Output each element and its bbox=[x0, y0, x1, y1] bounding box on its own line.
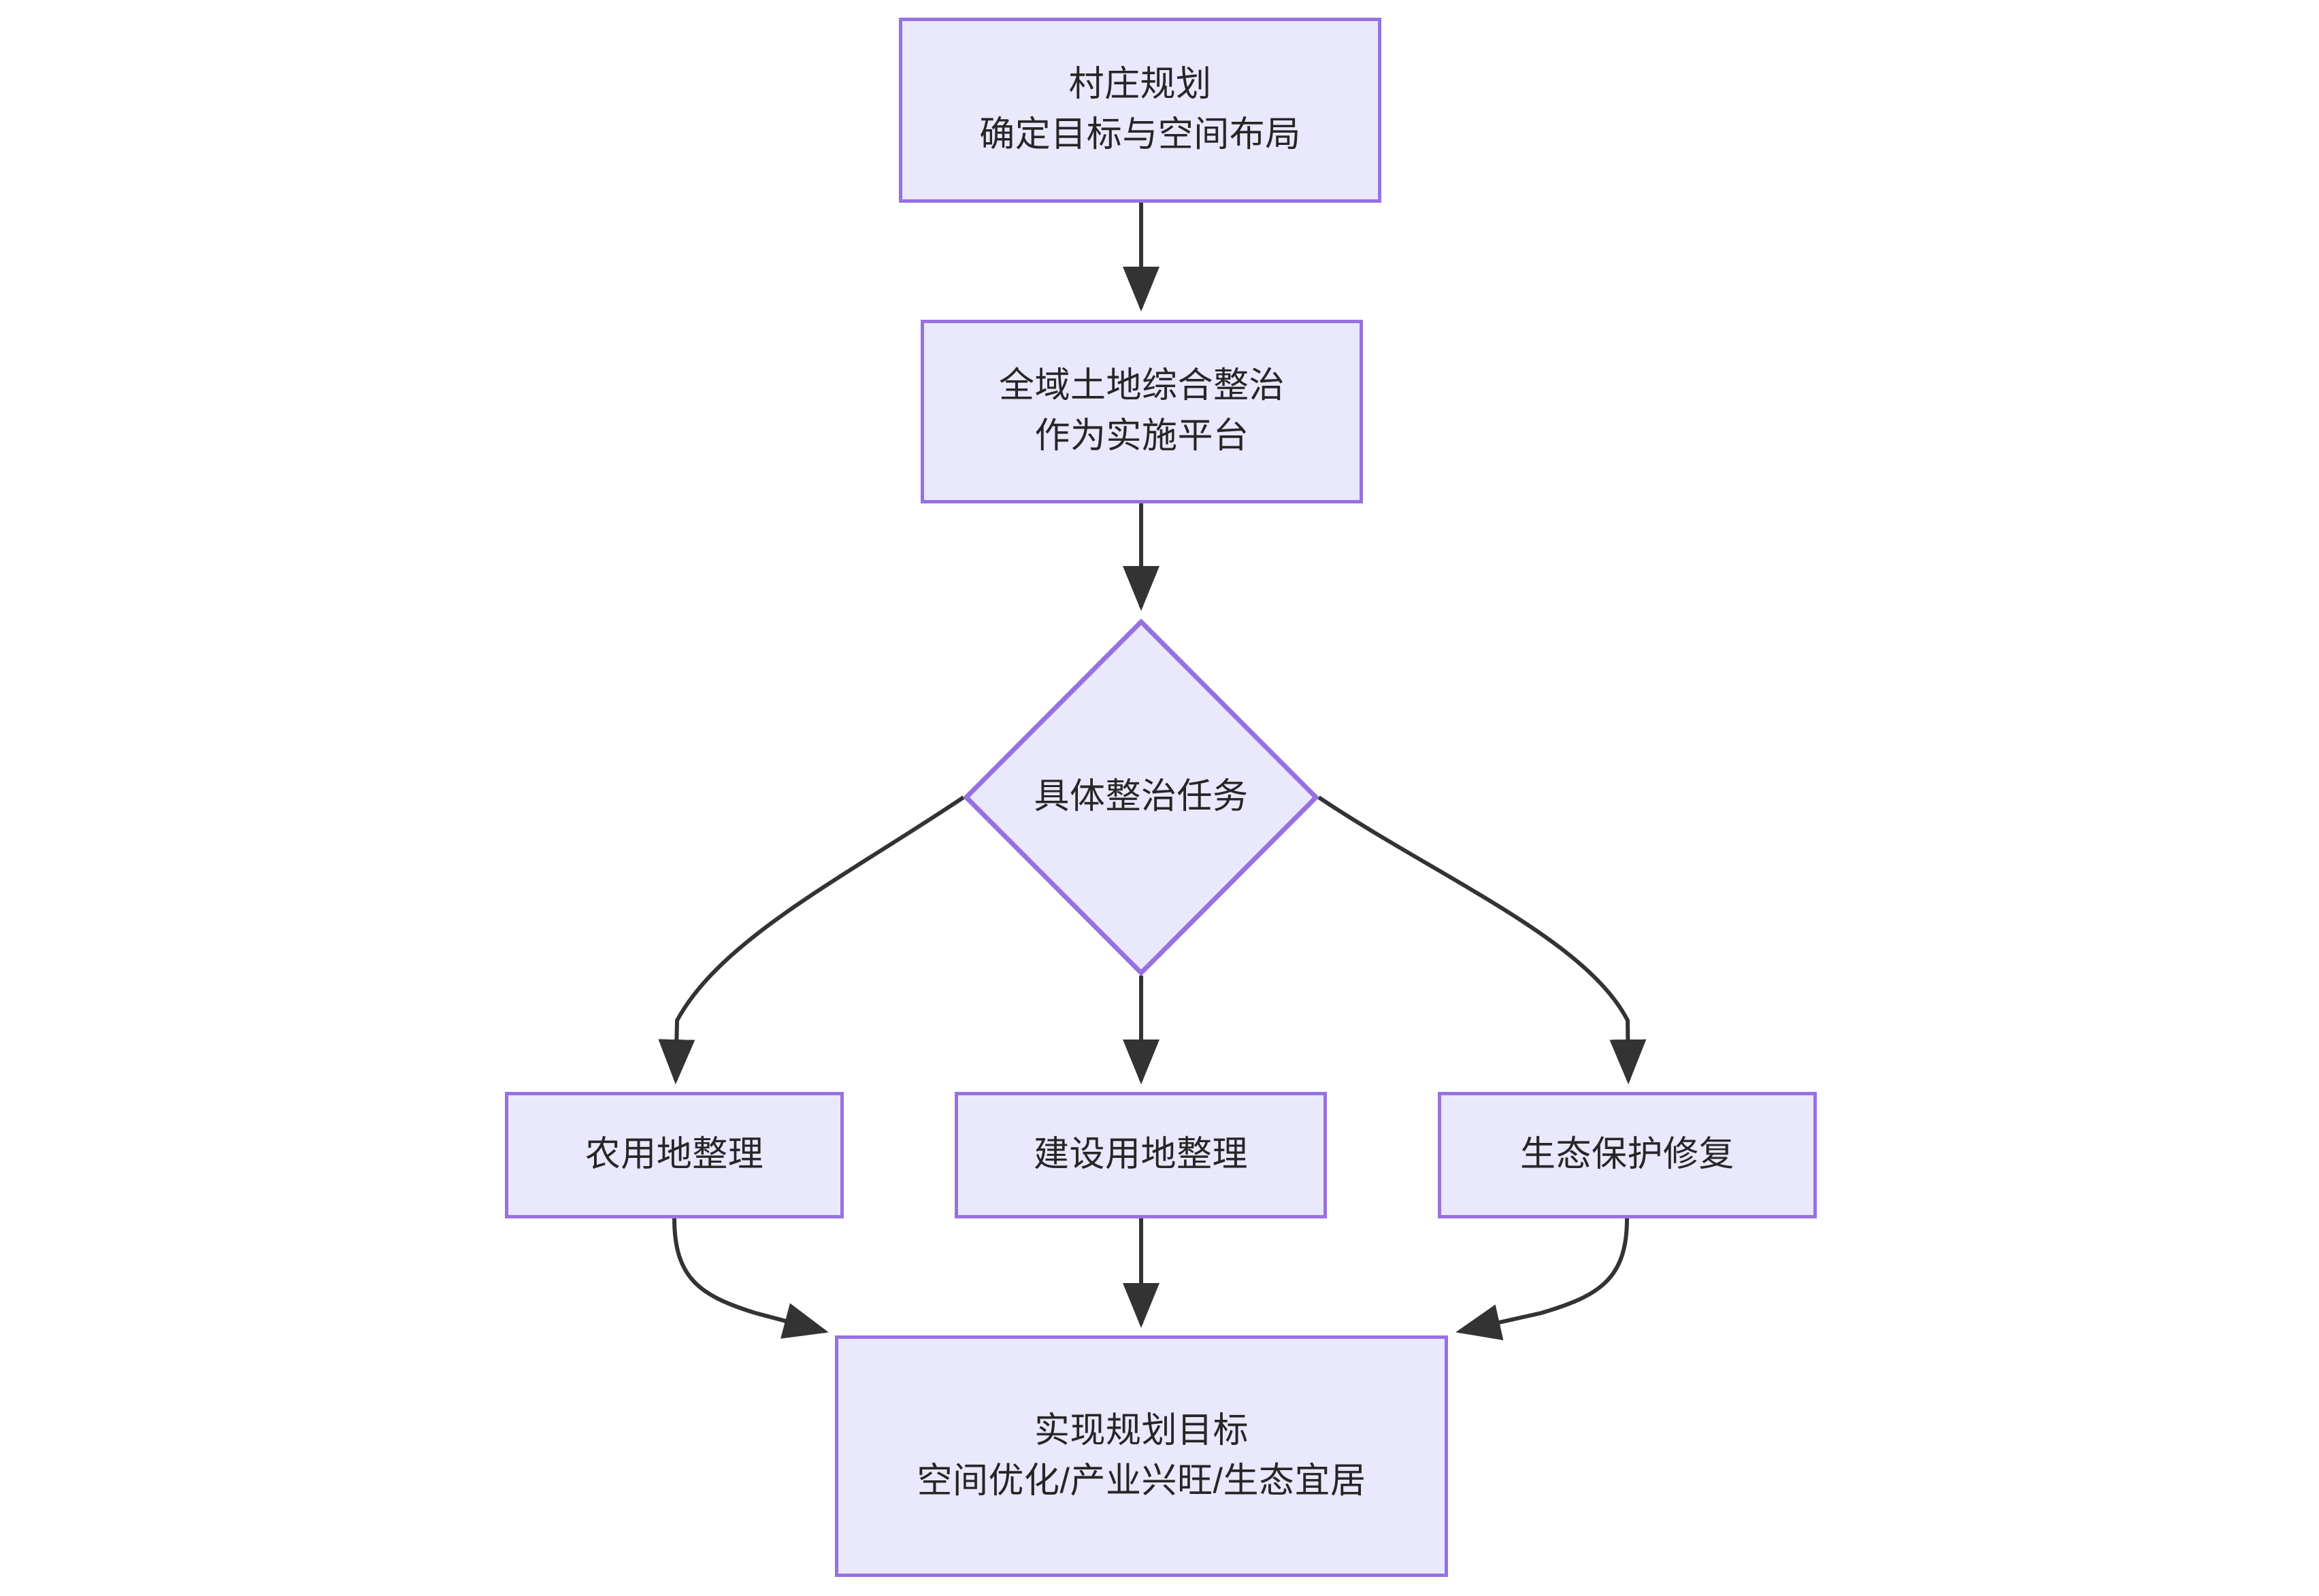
node-village-planning[interactable]: 村庄规划 确定目标与空间布局 bbox=[899, 18, 1381, 203]
node-ecological-restoration-label: 生态保护修复 bbox=[1519, 1135, 1734, 1175]
diamond-shape-icon bbox=[964, 619, 1319, 976]
node-ecological-restoration[interactable]: 生态保护修复 bbox=[1438, 1092, 1817, 1218]
node-farmland-improvement-label: 农用地整理 bbox=[585, 1135, 764, 1175]
node-planning-goals-label: 实现规划目标 空间优化/产业兴旺/生态宜居 bbox=[917, 1410, 1366, 1501]
node-land-consolidation-platform[interactable]: 全域土地综合整治 作为实施平台 bbox=[921, 320, 1363, 503]
node-specific-tasks-label: 具体整治任务 bbox=[1034, 777, 1249, 817]
edge-ecological-restoration-to-planning-goals bbox=[1455, 1218, 1629, 1341]
node-farmland-improvement[interactable]: 农用地整理 bbox=[505, 1092, 844, 1218]
node-village-planning-label: 村庄规划 确定目标与空间布局 bbox=[979, 65, 1301, 154]
node-land-consolidation-platform-label: 全域土地综合整治 作为实施平台 bbox=[998, 366, 1285, 456]
node-specific-tasks[interactable]: 具体整治任务 bbox=[964, 619, 1319, 976]
node-construction-land-improvement-label: 建设用地整理 bbox=[1033, 1135, 1248, 1175]
edge-farmland-improvement-to-planning-goals bbox=[672, 1218, 829, 1339]
edge-specific-tasks-to-farmland-improvement bbox=[658, 795, 965, 1084]
node-planning-goals[interactable]: 实现规划目标 空间优化/产业兴旺/生态宜居 bbox=[835, 1335, 1448, 1577]
edge-specific-tasks-to-ecological-restoration bbox=[1317, 795, 1647, 1084]
node-construction-land-improvement[interactable]: 建设用地整理 bbox=[955, 1092, 1327, 1218]
